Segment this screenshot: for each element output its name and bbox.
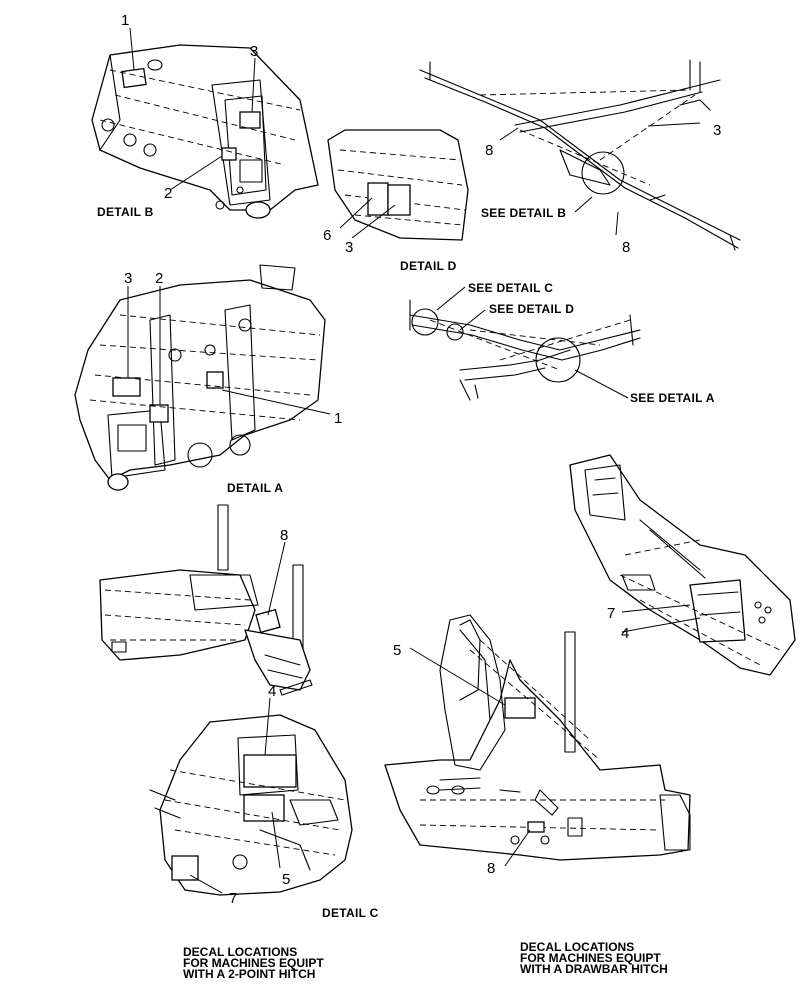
- detail-d-drawing: [327, 129, 469, 241]
- caption-drawbar-hitch: DECAL LOCATIONS FOR MACHINES EQUIPT WITH…: [520, 940, 668, 976]
- callout-b3: 3: [250, 43, 258, 60]
- callout-c5: 5: [282, 871, 290, 888]
- see-detail-c-label: SEE DETAIL C: [468, 281, 554, 295]
- callout-arm7: 7: [607, 605, 615, 622]
- detail-c-label: DETAIL C: [322, 906, 379, 920]
- callout-dh8: 8: [487, 860, 495, 877]
- callout-c4: 4: [268, 683, 276, 700]
- callout-top8a: 8: [485, 142, 493, 159]
- two-point-overview-drawing: [409, 286, 641, 401]
- callout-arm4: 4: [621, 625, 629, 642]
- callout-dh5: 5: [393, 642, 401, 659]
- caption-right-line-2: FOR MACHINES EQUIPT: [520, 951, 661, 965]
- caption-right-line-3: WITH A DRAWBAR HITCH: [520, 962, 668, 976]
- detail-b-label: DETAIL B: [97, 205, 154, 219]
- callout-b2: 2: [164, 185, 172, 202]
- callout-d6: 6: [323, 227, 331, 244]
- callout-top3: 3: [713, 122, 721, 139]
- see-detail-d-label: SEE DETAIL D: [489, 302, 575, 316]
- callout-d3: 3: [345, 239, 353, 256]
- drawbar-hitch-drawing: [384, 614, 691, 867]
- callout-top8b: 8: [622, 239, 630, 256]
- detail-a-label: DETAIL A: [227, 481, 284, 495]
- caption-left-line-3: WITH A 2-POINT HITCH: [183, 967, 316, 981]
- callout-ch8: 8: [280, 527, 288, 544]
- detail-c-drawing: [149, 697, 353, 896]
- arm-hydraulic-drawing: [569, 454, 796, 676]
- detail-b-drawing: [91, 27, 319, 219]
- detail-a-drawing: [74, 264, 331, 491]
- callout-b1: 1: [121, 12, 129, 29]
- see-detail-a-label: SEE DETAIL A: [630, 391, 715, 405]
- drawbar-overview-drawing: [419, 59, 741, 251]
- callout-a1: 1: [334, 410, 342, 427]
- see-detail-b-label: SEE DETAIL B: [481, 206, 567, 220]
- callout-c7: 7: [229, 890, 237, 907]
- caption-left-line-1: DECAL LOCATIONS: [183, 945, 298, 959]
- callout-a2: 2: [155, 270, 163, 287]
- caption-two-point-hitch: DECAL LOCATIONS FOR MACHINES EQUIPT WITH…: [183, 945, 324, 981]
- caption-left-line-2: FOR MACHINES EQUIPT: [183, 956, 324, 970]
- detail-d-label: DETAIL D: [400, 259, 457, 273]
- caption-right-line-1: DECAL LOCATIONS: [520, 940, 635, 954]
- hitch-assembly-drawing: [99, 504, 313, 696]
- callout-a3: 3: [124, 270, 132, 287]
